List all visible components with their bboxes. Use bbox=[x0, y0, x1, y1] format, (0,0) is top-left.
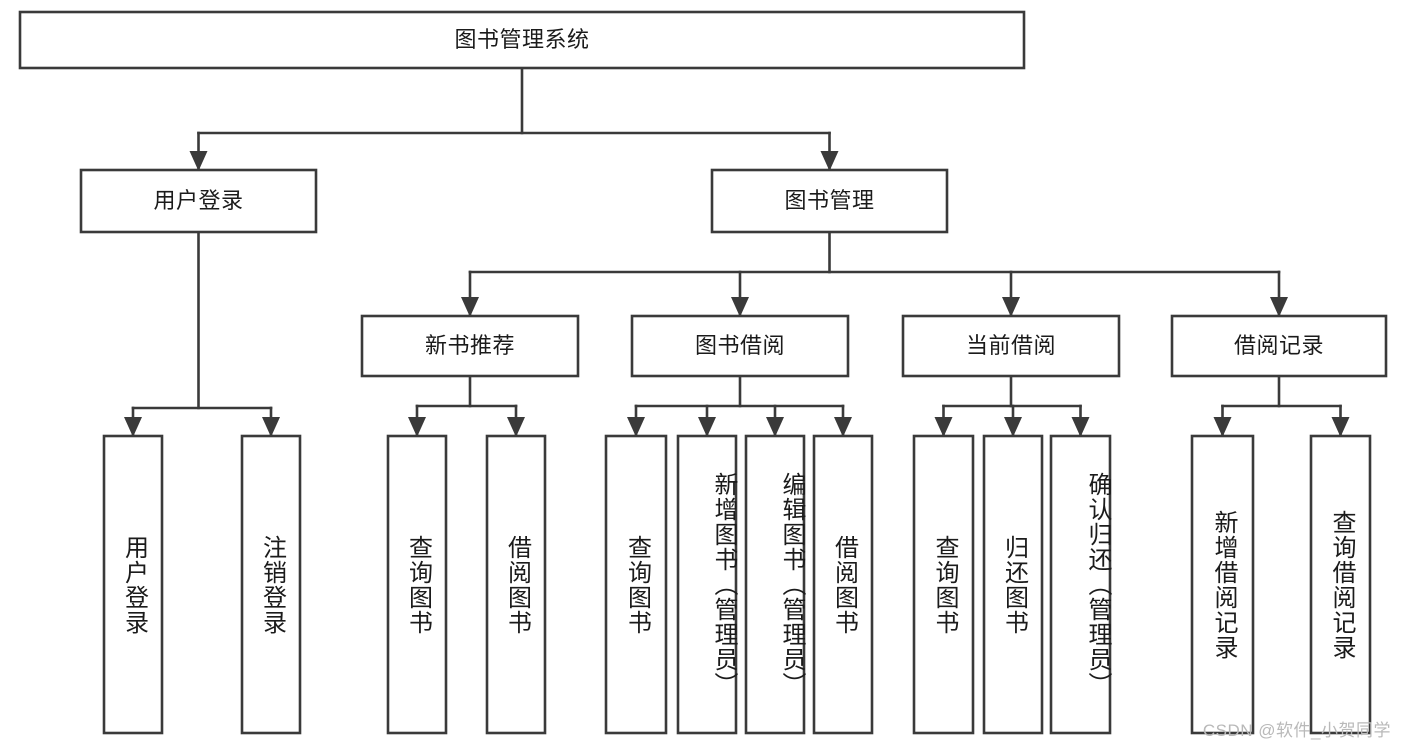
arrow-head-l3_borrow-3 bbox=[834, 417, 852, 437]
arrow-head-l3_new-1 bbox=[507, 417, 525, 437]
node-box-leaf-user-login[interactable] bbox=[102, 434, 164, 735]
node-box-l3-borrow[interactable] bbox=[630, 314, 850, 378]
node-box-l3-new[interactable] bbox=[360, 314, 580, 378]
arrow-head-l3_record-1 bbox=[1331, 417, 1350, 437]
node-box-leaf-c-return[interactable] bbox=[982, 434, 1044, 735]
arrow-head-l3_borrow-2 bbox=[766, 417, 784, 437]
node-box-leaf-r-query[interactable] bbox=[1309, 434, 1372, 735]
arrow-head-l2_user-0 bbox=[124, 417, 142, 437]
node-box-leaf-user-logout[interactable] bbox=[240, 434, 302, 735]
node-box-l2-book[interactable] bbox=[710, 168, 949, 234]
arrow-head-l3_borrow-1 bbox=[698, 417, 716, 437]
node-box-l2-user[interactable] bbox=[79, 168, 318, 234]
arrow-head-root-1 bbox=[820, 151, 839, 171]
node-box-leaf-b-query[interactable] bbox=[604, 434, 668, 735]
arrow-head-l3_current-2 bbox=[1071, 417, 1090, 437]
node-box-leaf-new-query[interactable] bbox=[386, 434, 448, 735]
node-box-leaf-c-confirm[interactable] bbox=[1049, 434, 1112, 735]
node-box-leaf-b-add[interactable] bbox=[676, 434, 738, 735]
arrow-head-root-0 bbox=[189, 151, 208, 171]
arrow-head-l3_borrow-0 bbox=[627, 417, 645, 437]
node-box-l3-current[interactable] bbox=[901, 314, 1121, 378]
arrow-head-l2_book-2 bbox=[1002, 297, 1020, 317]
arrow-head-l2_book-3 bbox=[1270, 297, 1288, 317]
arrow-head-l3_current-1 bbox=[1004, 417, 1022, 437]
arrow-head-l2_user-1 bbox=[262, 417, 280, 437]
node-box-leaf-b-edit[interactable] bbox=[744, 434, 806, 735]
node-box-leaf-new-borrow[interactable] bbox=[485, 434, 547, 735]
arrow-head-l2_book-0 bbox=[461, 297, 479, 317]
node-box-leaf-b-borrow[interactable] bbox=[812, 434, 874, 735]
arrow-head-l3_record-0 bbox=[1213, 417, 1232, 437]
node-box-leaf-r-add[interactable] bbox=[1190, 434, 1255, 735]
arrow-head-l2_book-1 bbox=[731, 297, 749, 317]
node-box-leaf-c-query[interactable] bbox=[912, 434, 975, 735]
arrow-head-l3_new-0 bbox=[408, 417, 426, 437]
node-box-root[interactable] bbox=[18, 10, 1026, 70]
arrow-head-l3_current-0 bbox=[934, 417, 953, 437]
node-box-l3-record[interactable] bbox=[1170, 314, 1388, 378]
